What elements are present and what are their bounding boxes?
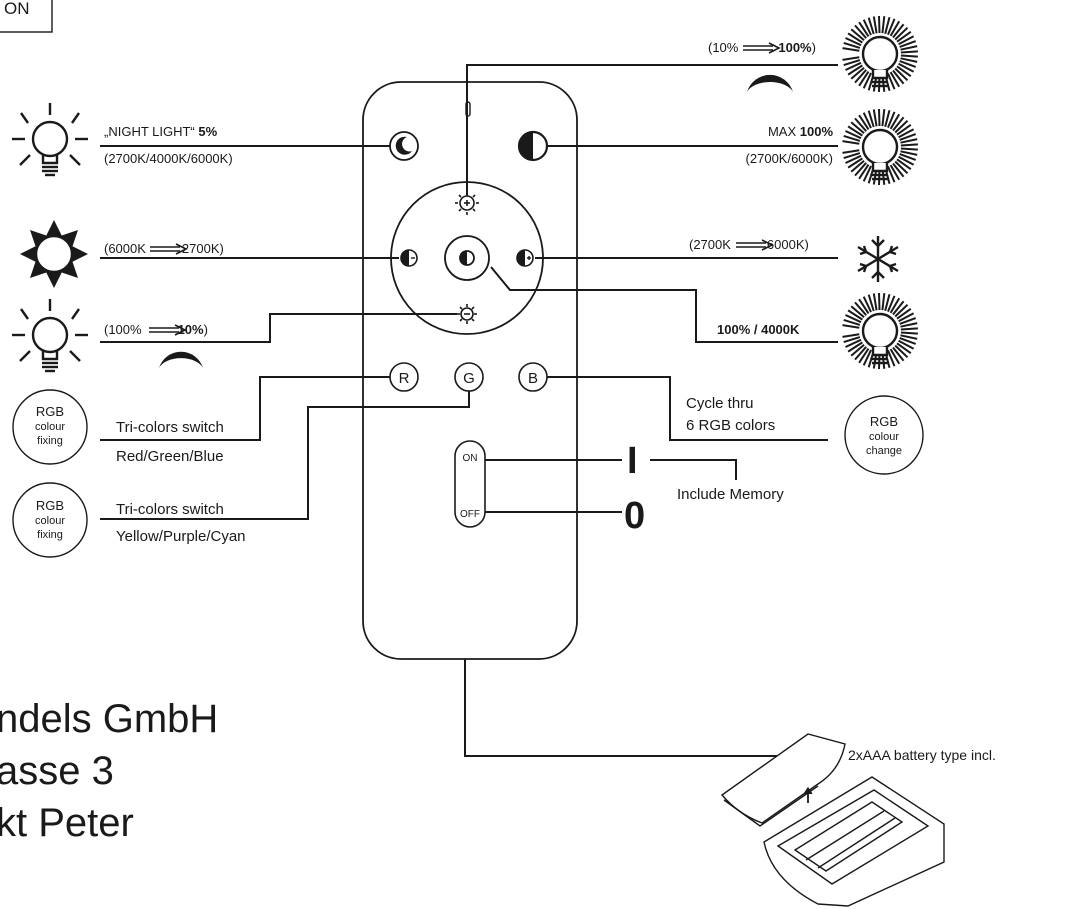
include-memory-label: Include Memory <box>677 486 784 503</box>
svg-text:colour: colour <box>35 421 65 433</box>
brightness-down-button[interactable] <box>457 304 477 324</box>
cct-cool-button[interactable] <box>516 249 534 267</box>
remote-body <box>362 81 578 660</box>
night-light-label: „NIGHT LIGHT“ 5% <box>104 124 218 139</box>
night-light-cct: (2700K/4000K/6000K) <box>104 151 233 166</box>
power-switch[interactable]: ON OFF <box>454 440 486 528</box>
burst-bulb-icon-3 <box>842 292 918 370</box>
dim-down-arc-icon <box>159 351 203 368</box>
cycle-label-1: Cycle thru <box>686 395 754 412</box>
center-preset-button[interactable] <box>444 235 490 281</box>
rgb-fixing-badge-2: RGB colour fixing <box>12 482 88 558</box>
max-label: MAX 100% <box>768 124 833 139</box>
button-g[interactable]: G <box>454 362 484 392</box>
max-button[interactable] <box>517 130 549 162</box>
dim-down-bulb-icon <box>31 316 69 373</box>
button-g-label: G <box>463 370 475 387</box>
svg-text:colour: colour <box>35 515 65 527</box>
warm-sun-icon <box>20 220 88 288</box>
address-line-1: ndels GmbH <box>0 697 219 741</box>
button-b-label: B <box>528 370 538 387</box>
tri-colors-label-2: Yellow/Purple/Cyan <box>116 528 246 545</box>
snowflake-icon <box>857 236 899 282</box>
address-line-3: kt Peter <box>0 801 134 845</box>
off-symbol: 0 <box>624 495 645 537</box>
center-preset-label: 100% / 4000K <box>717 322 800 337</box>
svg-text:RGB: RGB <box>870 414 898 429</box>
night-light-bulb-icon <box>31 120 69 177</box>
switch-off-label: OFF <box>460 509 480 520</box>
tri-switch-label-2: Tri-colors switch <box>116 501 224 518</box>
max-cct: (2700K/6000K) <box>746 151 833 166</box>
button-b[interactable]: B <box>518 362 548 392</box>
svg-text:fixing: fixing <box>37 529 63 541</box>
cct-warm-button[interactable] <box>400 249 418 267</box>
battery-compartment-illustration <box>720 733 945 907</box>
tri-switch-label-1: Tri-colors switch <box>116 419 224 436</box>
top-left-box <box>0 0 53 33</box>
connector-lines <box>100 64 840 757</box>
svg-text:colour: colour <box>869 431 899 443</box>
button-r[interactable]: R <box>389 362 419 392</box>
arrow-right-icon <box>743 42 781 54</box>
arrow-right-icon <box>736 239 774 251</box>
switch-on-label: ON <box>463 453 478 464</box>
dim-up-label: (10%100%) <box>708 40 816 55</box>
button-r-label: R <box>399 370 410 387</box>
rgb-fixing-badge-1: RGB colour fixing <box>12 389 88 465</box>
arrow-right-icon <box>149 324 187 336</box>
address-line-2: asse 3 <box>0 749 114 793</box>
on-symbol: I <box>627 440 638 482</box>
top-left-label: ON <box>4 0 30 18</box>
burst-bulb-icon-2 <box>842 108 918 186</box>
burst-bulb-icon-1 <box>842 15 918 93</box>
svg-text:change: change <box>866 445 902 457</box>
rgb-change-badge: RGB colour change <box>844 395 924 475</box>
tri-colors-label-1: Red/Green/Blue <box>116 448 224 465</box>
svg-text:fixing: fixing <box>37 435 63 447</box>
dim-up-arc-icon <box>747 74 793 92</box>
svg-text:RGB: RGB <box>36 498 64 513</box>
dim-down-label: (100%10%) <box>104 322 208 337</box>
battery-label: 2xAAA battery type incl. <box>848 747 996 763</box>
arrow-right-icon <box>150 243 188 255</box>
cycle-label-2: 6 RGB colors <box>686 417 775 434</box>
night-light-button[interactable] <box>389 131 419 161</box>
svg-text:RGB: RGB <box>36 404 64 419</box>
